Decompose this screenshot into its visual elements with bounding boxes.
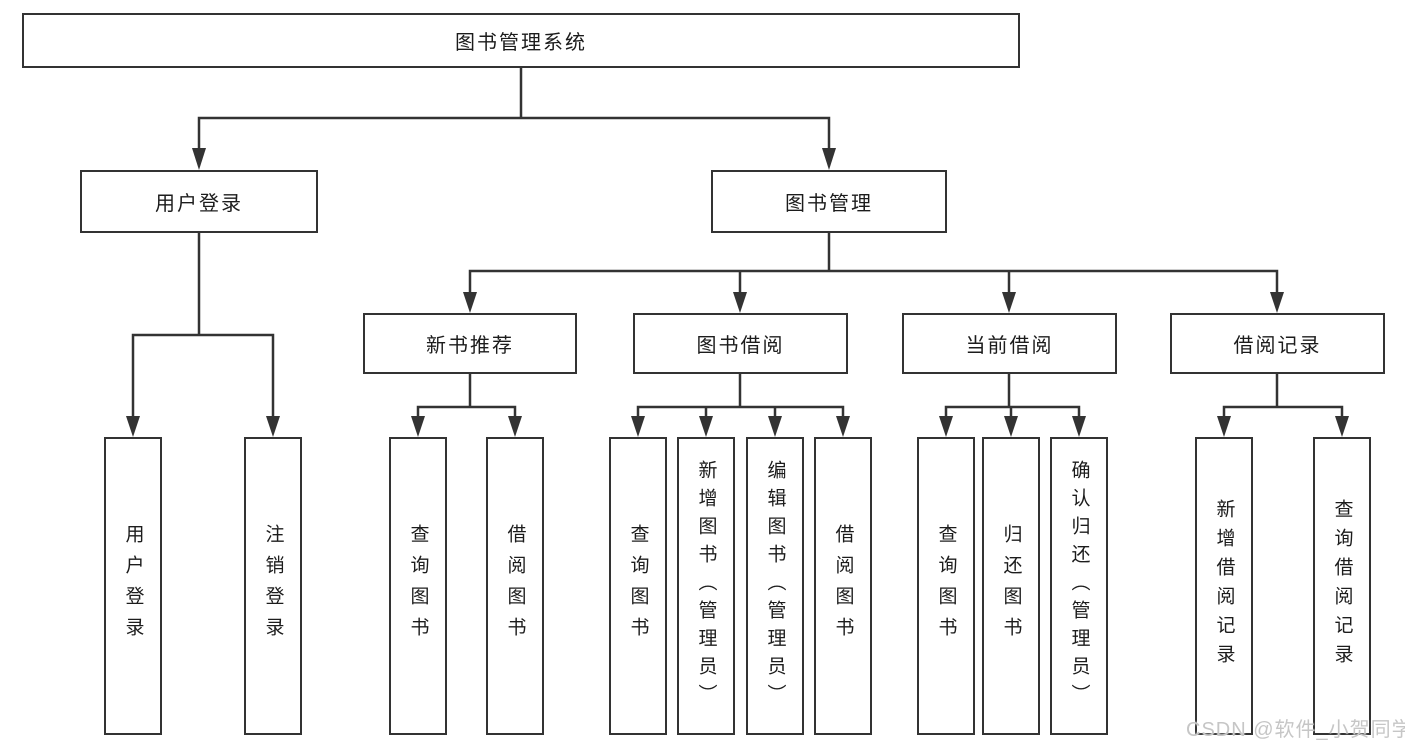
node-label: 新书推荐 <box>426 335 514 357</box>
node-label: 用户登录 <box>122 524 144 648</box>
leaf-borrow-books-recommend: 借阅图书 <box>486 437 544 735</box>
leaf-query-books-current: 查询图书 <box>917 437 975 735</box>
node-root: 图书管理系统 <box>22 13 1020 68</box>
node-label: 查询图书 <box>935 524 957 648</box>
node-new-book-recommend: 新书推荐 <box>363 313 577 374</box>
node-current-borrow: 当前借阅 <box>902 313 1117 374</box>
leaf-return-books: 归还图书 <box>982 437 1040 735</box>
leaf-edit-books-admin: 编辑图书（管理员） <box>746 437 804 735</box>
node-label: 图书借阅 <box>696 335 785 357</box>
node-label: 新增图书（管理员） <box>695 460 717 712</box>
node-label: 查询图书 <box>627 524 649 648</box>
node-book-management: 图书管理 <box>711 170 947 233</box>
node-label: 查询图书 <box>407 524 429 648</box>
node-label: 查询借阅记录 <box>1331 499 1353 673</box>
node-label: 借阅图书 <box>832 524 854 648</box>
node-label: 注销登录 <box>262 524 284 648</box>
node-label: 编辑图书（管理员） <box>764 460 786 712</box>
leaf-add-books-admin: 新增图书（管理员） <box>677 437 735 735</box>
leaf-logout: 注销登录 <box>244 437 302 735</box>
watermark-text: CSDN @软件_小贺同学 <box>1186 719 1405 741</box>
node-borrow-record: 借阅记录 <box>1170 313 1385 374</box>
node-label: 用户登录 <box>155 193 243 215</box>
node-label: 图书管理 <box>785 193 873 215</box>
node-book-borrow: 图书借阅 <box>633 313 848 374</box>
leaf-query-borrow-record: 查询借阅记录 <box>1313 437 1371 735</box>
leaf-query-books-borrow: 查询图书 <box>609 437 667 735</box>
leaf-confirm-return-admin: 确认归还（管理员） <box>1050 437 1108 735</box>
node-label: 确认归还（管理员） <box>1068 460 1090 712</box>
node-label: 借阅记录 <box>1233 335 1322 357</box>
node-user-login: 用户登录 <box>80 170 318 233</box>
node-label: 当前借阅 <box>965 335 1054 357</box>
node-label: 归还图书 <box>1000 524 1022 648</box>
leaf-borrow-books: 借阅图书 <box>814 437 872 735</box>
node-label: 图书管理系统 <box>455 32 587 54</box>
node-label: 新增借阅记录 <box>1213 499 1235 673</box>
leaf-user-login: 用户登录 <box>104 437 162 735</box>
node-label: 借阅图书 <box>504 524 526 648</box>
leaf-query-books-recommend: 查询图书 <box>389 437 447 735</box>
leaf-add-borrow-record: 新增借阅记录 <box>1195 437 1253 735</box>
